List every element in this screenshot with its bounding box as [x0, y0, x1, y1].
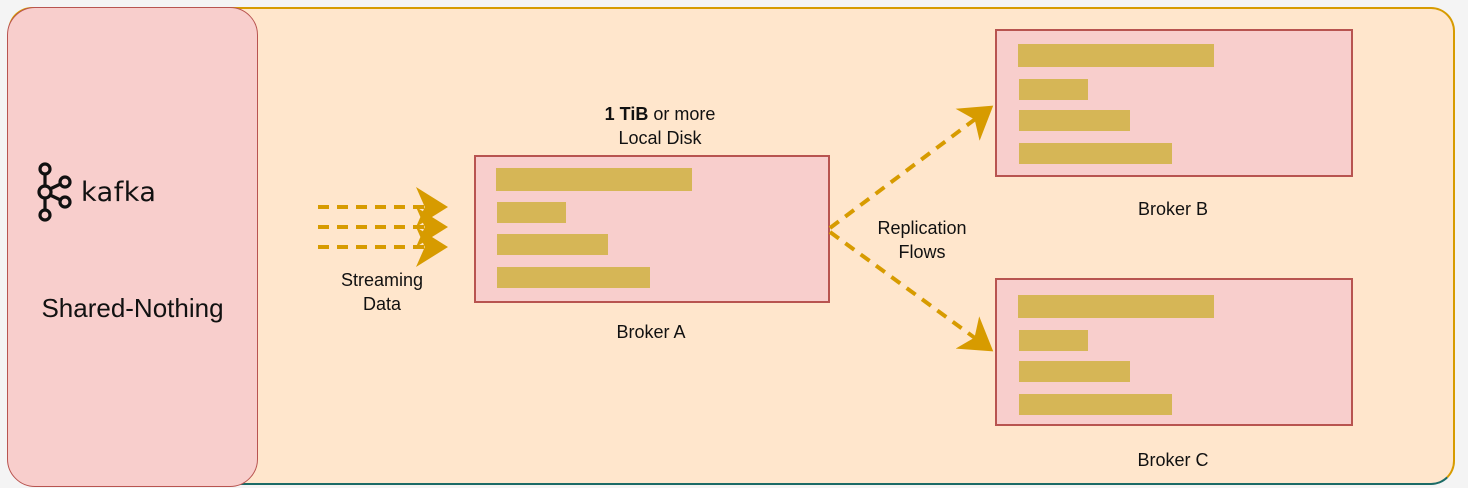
- log-segment-bar: [1019, 110, 1130, 131]
- log-segment-bar: [1019, 361, 1130, 382]
- replication-flows-label: Replication Flows: [852, 216, 992, 264]
- log-segment-bar: [1018, 44, 1214, 67]
- kafka-logo: kafka: [35, 162, 156, 222]
- log-segment-bar: [497, 234, 608, 255]
- broker-a-label: Broker A: [616, 322, 686, 342]
- architecture-panel: [7, 7, 258, 487]
- kafka-wordmark: kafka: [81, 176, 157, 208]
- architecture-title: Shared-Nothing: [41, 293, 224, 323]
- disk-qualifier: or more: [648, 104, 716, 124]
- streaming-label-line2: Data: [362, 294, 402, 314]
- log-segment-bar: [1019, 330, 1088, 351]
- disk-capacity-label: 1 TiB or more Local Disk: [560, 102, 760, 150]
- kafka-icon: [37, 162, 72, 222]
- streaming-data-label: Streaming Data: [312, 268, 452, 316]
- log-segment-bar: [497, 267, 650, 288]
- broker-a-box: [474, 155, 830, 303]
- log-segment-bar: [1019, 394, 1172, 415]
- disk-size: 1 TiB: [604, 104, 649, 124]
- log-segment-bar: [1018, 295, 1214, 318]
- log-segment-bar: [1019, 143, 1172, 164]
- disk-type: Local Disk: [618, 128, 702, 148]
- log-segment-bar: [496, 168, 692, 191]
- broker-c-box: [995, 278, 1353, 426]
- log-segment-bar: [1019, 79, 1088, 100]
- broker-b-label: Broker B: [1137, 199, 1209, 219]
- streaming-label-line1: Streaming: [340, 270, 424, 290]
- broker-c-label: Broker C: [1137, 450, 1209, 470]
- replication-label-line1: Replication: [877, 218, 967, 238]
- log-segment-bar: [497, 202, 566, 223]
- broker-b-box: [995, 29, 1353, 177]
- replication-label-line2: Flows: [898, 242, 946, 262]
